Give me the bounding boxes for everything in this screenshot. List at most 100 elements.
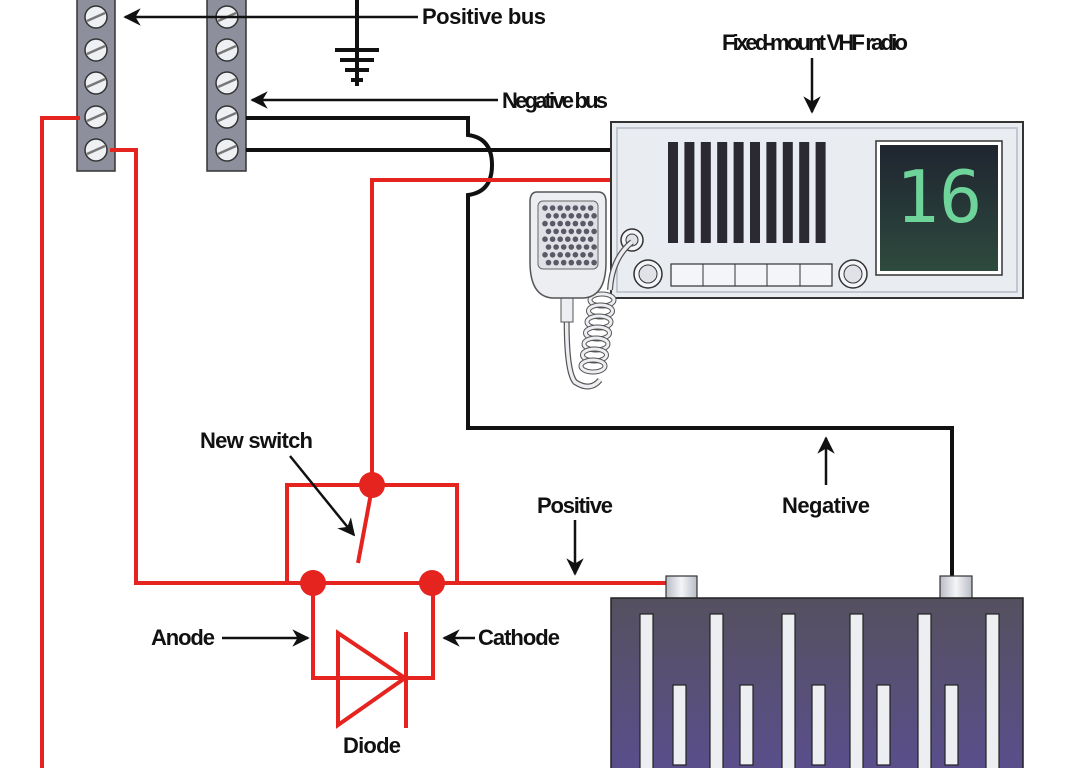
grille-hole (583, 213, 590, 219)
grille-hole (587, 236, 594, 242)
grille-hole (545, 213, 552, 219)
grille-hole (553, 228, 559, 235)
grille-hole (565, 236, 571, 242)
speaker-slot (733, 142, 744, 243)
label-cathode: Cathode (442, 625, 560, 650)
grille-hole (560, 213, 567, 219)
label-diode: Diode (343, 733, 401, 758)
grille-hole (572, 236, 579, 242)
squelch-knob (838, 259, 868, 289)
screw-slot (217, 44, 237, 56)
svg-text:Cathode: Cathode (478, 625, 560, 650)
battery-plate (672, 684, 687, 766)
grille-hole (583, 228, 590, 235)
grille-hole (545, 244, 552, 250)
grille-hole (572, 252, 579, 258)
grille-hole (565, 220, 571, 227)
grille-hole (580, 220, 586, 227)
speaker-slot (668, 142, 678, 243)
vhf-radio: 16 (610, 121, 1024, 299)
mic-grille (542, 205, 597, 266)
grille-hole (587, 220, 594, 227)
battery-plate (709, 613, 724, 768)
speaker-slot (717, 142, 728, 243)
screw-slot (86, 11, 106, 23)
screw-slot (217, 77, 237, 89)
label-anode: Anode (151, 625, 310, 650)
label-positive-bus: Positive bus (123, 4, 546, 29)
battery-plate (876, 684, 891, 766)
grille-hole (560, 244, 567, 250)
grille-hole (542, 220, 548, 227)
battery-plate (944, 684, 959, 766)
grille-hole (553, 244, 559, 250)
battery-positive-terminal (665, 575, 698, 600)
grille-hole (591, 259, 597, 266)
battery-plate (985, 613, 1000, 768)
grille-hole (557, 252, 563, 258)
svg-text:Negative bus: Negative bus (502, 88, 608, 113)
positive-wires (40, 116, 666, 768)
radio-display: 16 (875, 140, 1003, 276)
negative-wires (246, 116, 954, 578)
channel-readout: 16 (896, 155, 983, 239)
screw-slot (217, 111, 237, 123)
grille-hole (576, 228, 582, 235)
diode-symbol (336, 629, 409, 729)
speaker-slot (750, 142, 760, 243)
positive-bus-bar (76, 0, 116, 172)
grille-hole (568, 244, 575, 250)
grille-hole (591, 213, 597, 219)
battery-plate (781, 613, 796, 768)
grille-hole (568, 213, 575, 219)
grille-hole (542, 236, 548, 242)
grille-hole (580, 205, 586, 211)
grille-hole (560, 259, 567, 266)
battery-negative-terminal (939, 575, 973, 600)
speaker-slot (766, 142, 777, 243)
battery-plate (849, 613, 864, 768)
label-positive: Positive (537, 493, 613, 576)
speaker-grille (668, 142, 826, 243)
svg-text:Fixed-mount VHF radio: Fixed-mount VHF radio (722, 30, 908, 55)
battery-plate (739, 684, 754, 766)
grille-hole (568, 259, 575, 266)
battery-plate (639, 613, 654, 768)
grille-hole (549, 252, 556, 258)
ground-icon (335, 0, 379, 86)
cord-coil (579, 358, 607, 374)
svg-text:Anode: Anode (151, 625, 215, 650)
grille-hole (565, 252, 571, 258)
screw-slot (217, 144, 237, 156)
grille-hole (587, 205, 594, 211)
battery (610, 575, 1024, 768)
screw-slot (86, 111, 106, 123)
grille-hole (553, 259, 559, 266)
volume-knob (633, 259, 663, 289)
grille-hole (557, 205, 563, 211)
grille-hole (545, 228, 552, 235)
label-negative: Negative (782, 436, 870, 518)
battery-plate (917, 613, 932, 768)
grille-hole (572, 205, 579, 211)
speaker-slot (799, 142, 810, 243)
speaker-slot (782, 142, 793, 243)
grille-hole (545, 259, 552, 266)
svg-text:Diode: Diode (343, 733, 401, 758)
grille-hole (568, 228, 575, 235)
grille-hole (583, 244, 590, 250)
svg-text:Positive bus: Positive bus (422, 4, 546, 29)
screw-slot (86, 44, 106, 56)
grille-hole (583, 259, 590, 266)
speaker-slot (815, 142, 826, 243)
grille-hole (553, 213, 559, 219)
grille-hole (572, 220, 579, 227)
grille-hole (580, 236, 586, 242)
microphone (529, 191, 634, 390)
grille-hole (542, 252, 548, 258)
grille-hole (580, 252, 586, 258)
grille-hole (576, 259, 582, 266)
grille-hole (587, 252, 594, 258)
